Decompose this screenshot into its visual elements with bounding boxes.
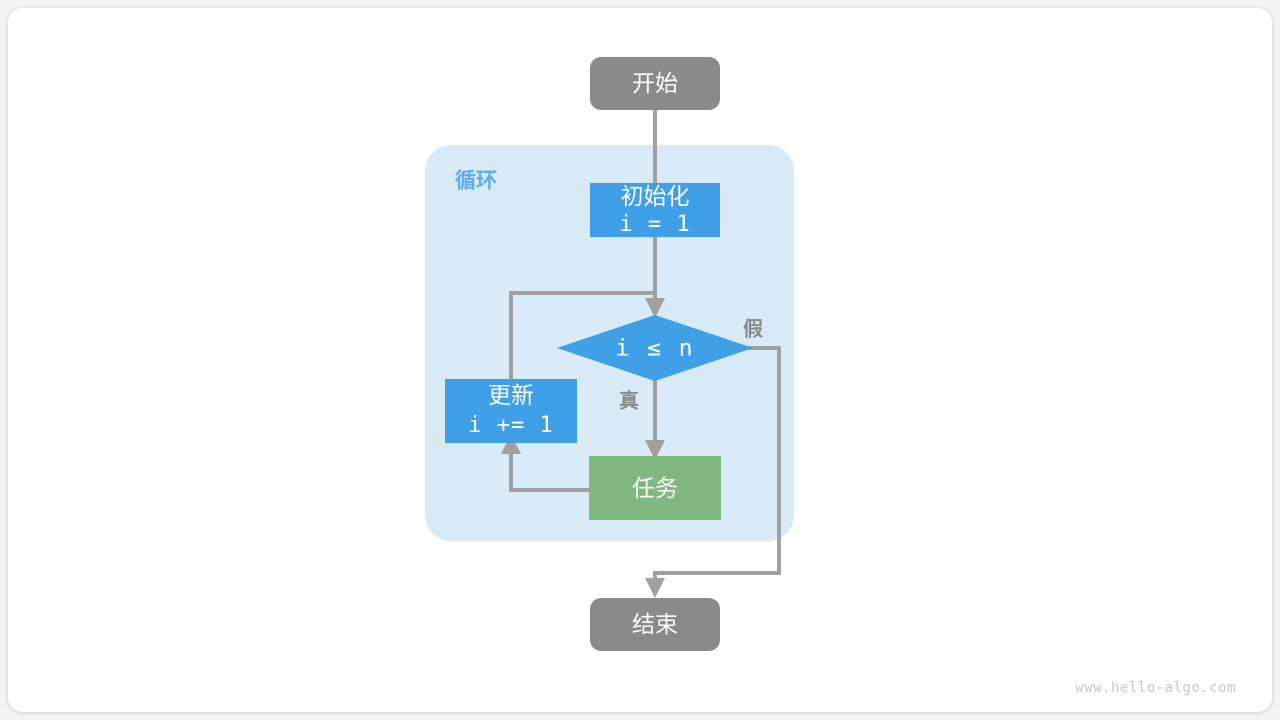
edge-label-true: 真 <box>619 388 639 412</box>
node-end-label: 结束 <box>632 611 678 637</box>
edge-update-to-condition <box>509 291 655 379</box>
node-start[interactable]: 开始 <box>590 57 720 110</box>
watermark: www.hello-algo.com <box>1075 680 1236 696</box>
node-start-label: 开始 <box>632 70 678 96</box>
node-update-code: i += 1 <box>468 413 553 438</box>
edge-condition-false-to-end <box>645 346 781 598</box>
node-init[interactable]: 初始化 i = 1 <box>590 183 720 237</box>
flowchart-svg: 循环 开始 <box>425 57 1236 696</box>
node-init-label: 初始化 <box>621 183 690 209</box>
node-task[interactable]: 任务 <box>589 456 721 520</box>
node-end-shape <box>590 598 720 651</box>
node-end[interactable]: 结束 <box>590 598 720 651</box>
edge-label-false: 假 <box>743 316 764 340</box>
node-update-shape <box>445 379 577 443</box>
diagram-card: 循环 开始 <box>8 8 1272 712</box>
node-task-shape <box>589 456 721 520</box>
node-init-code: i = 1 <box>619 212 690 237</box>
node-init-shape <box>590 183 720 237</box>
node-update[interactable]: 更新 i += 1 <box>445 379 577 443</box>
node-condition-diamond <box>557 315 753 381</box>
node-condition-code: i ≤ n <box>615 336 694 362</box>
diagram-canvas: 循环 开始 <box>8 8 1272 712</box>
node-task-label: 任务 <box>632 475 678 501</box>
node-condition[interactable]: i ≤ n <box>557 315 753 381</box>
edge-task-to-update <box>501 434 589 492</box>
loop-group-label: 循环 <box>455 169 497 193</box>
node-start-shape <box>590 57 720 110</box>
node-update-label: 更新 <box>488 382 534 408</box>
